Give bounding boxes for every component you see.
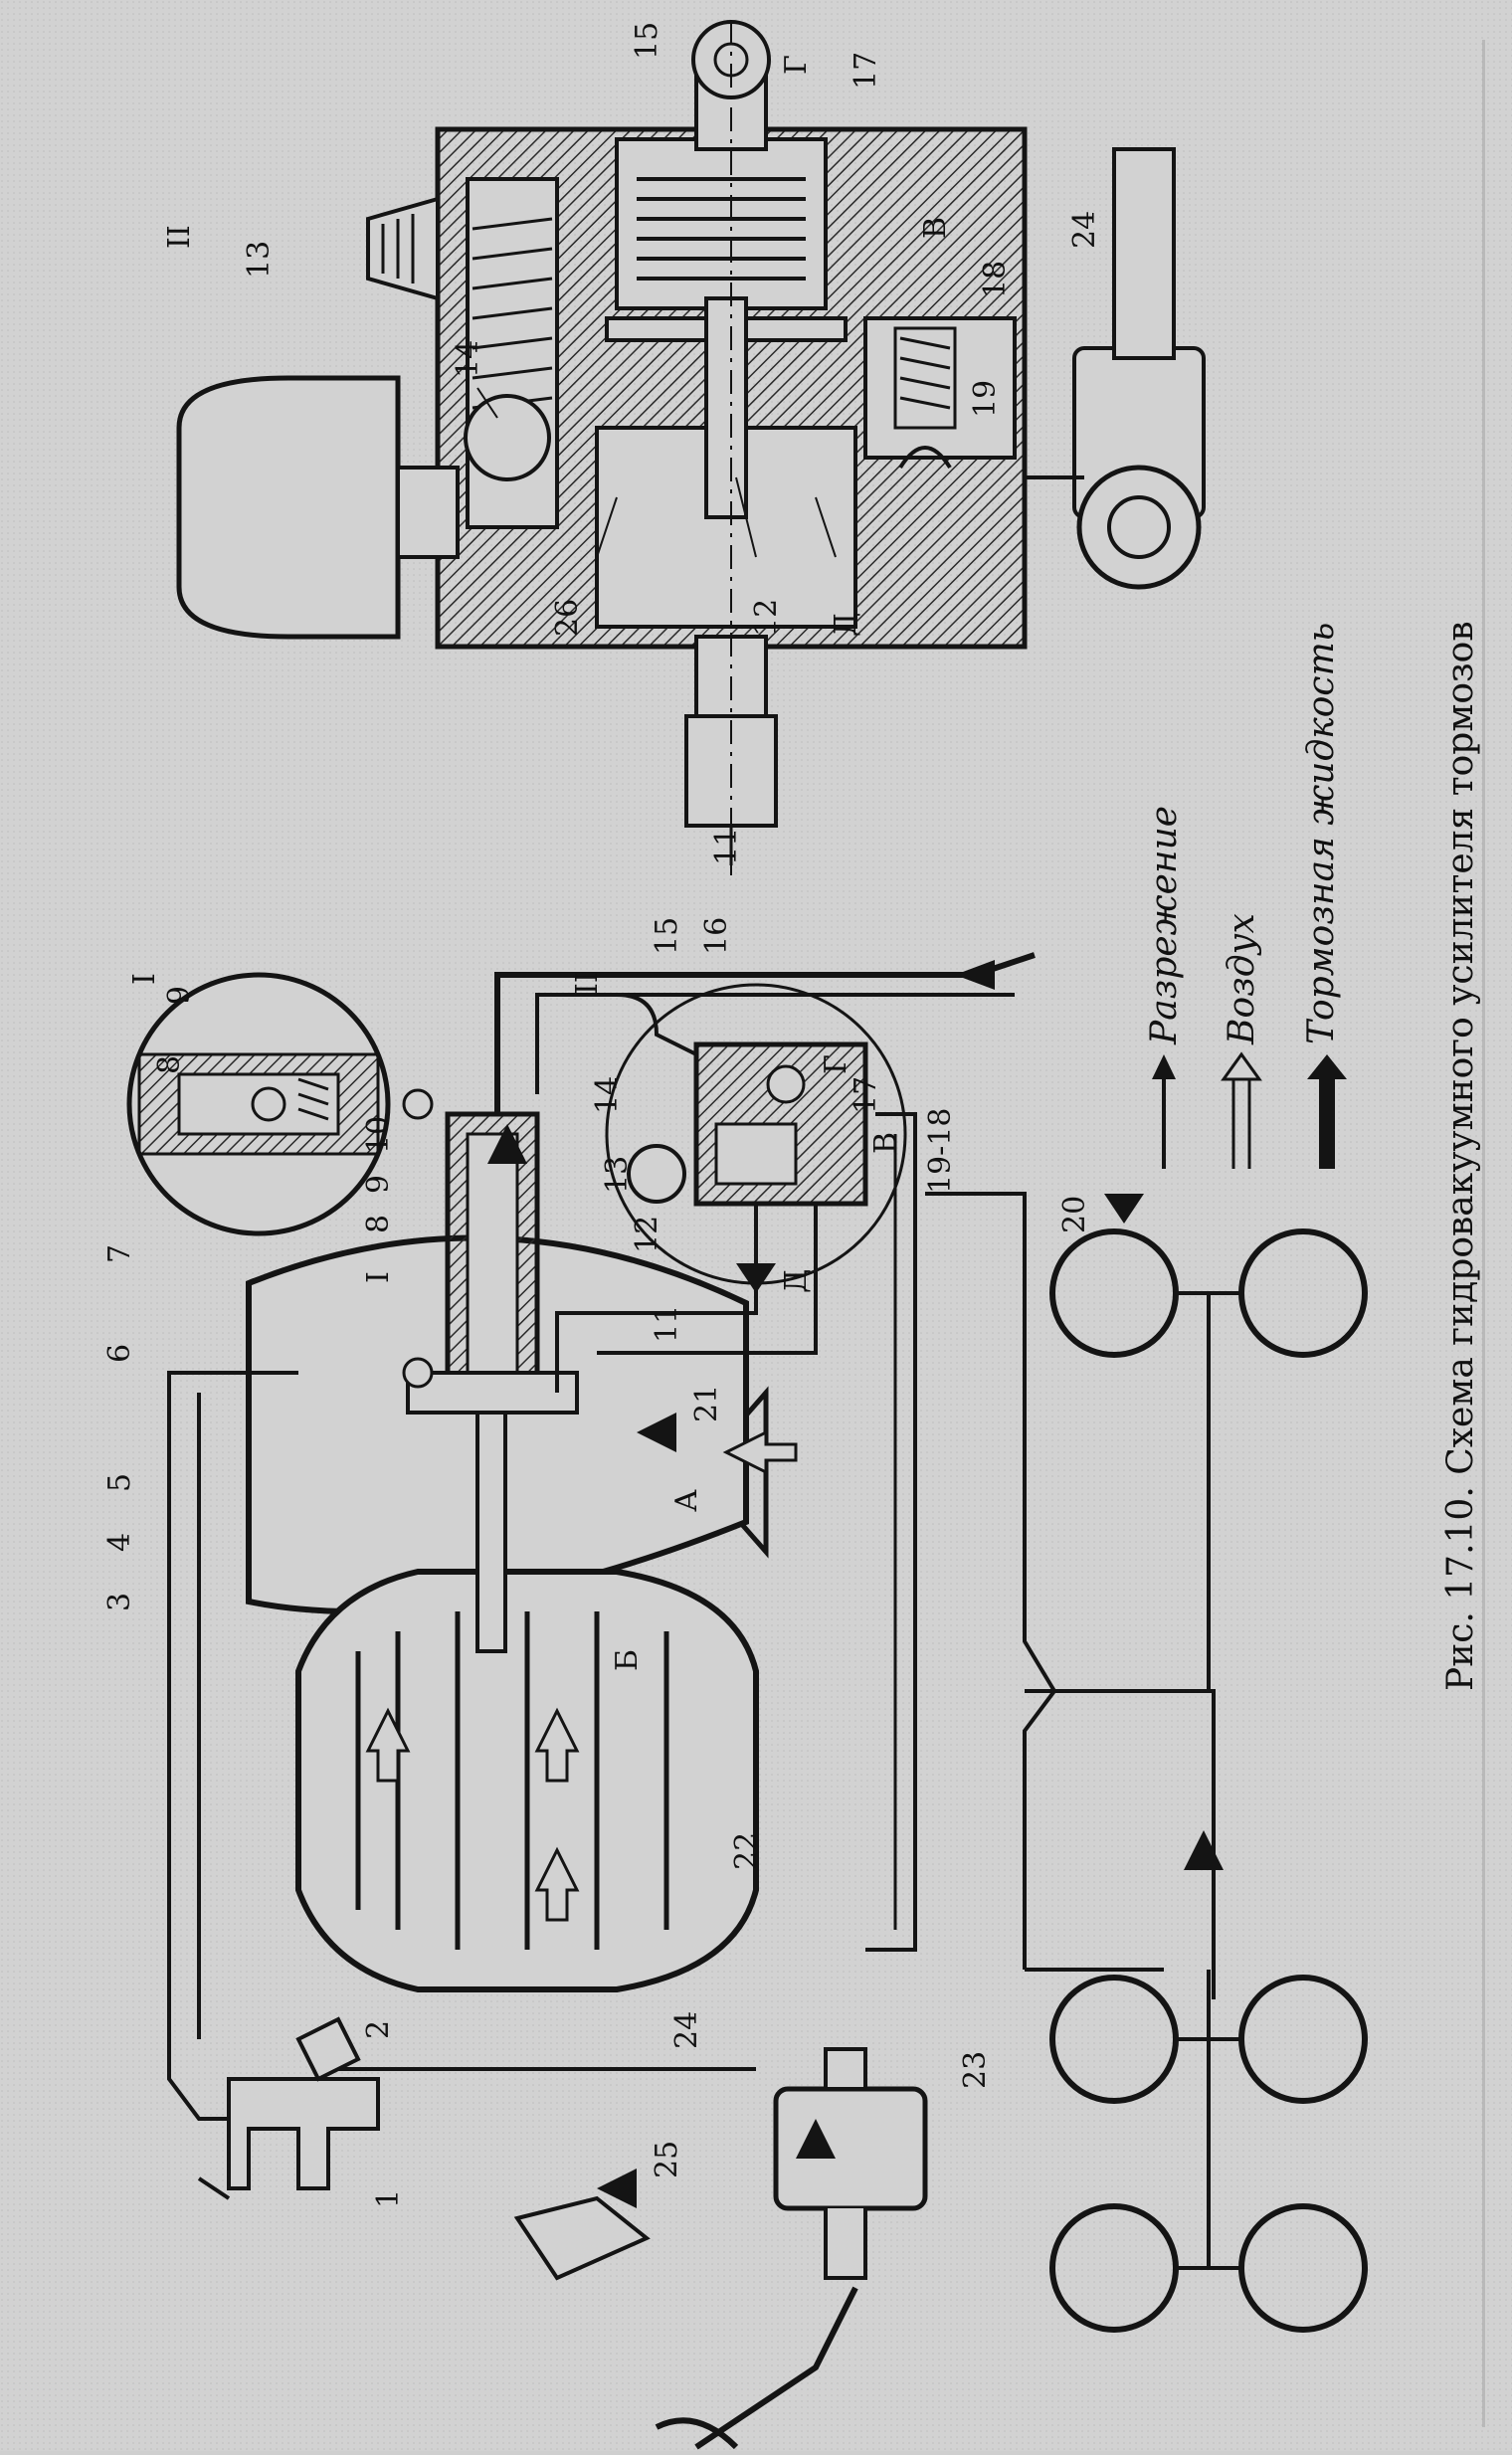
- solid-arrow-icon: [1152, 1054, 1176, 1079]
- inset-label-8: 8: [152, 1055, 187, 1074]
- label-4: 4: [102, 1533, 137, 1552]
- detail-ii-labels: 15 Г 17 В 18 19 24 14 13 II 26 12 Д 11: [162, 22, 1102, 865]
- legend-item-brake-fluid: Тормозная жидкость: [1301, 623, 1347, 1169]
- label-6: 6: [102, 1344, 137, 1363]
- label-main-i: I: [361, 1271, 396, 1283]
- legend-label-air: Воздух: [1222, 913, 1262, 1045]
- label-14: 14: [590, 1076, 625, 1114]
- label-11: 11: [650, 1305, 684, 1343]
- label-7: 7: [102, 1244, 137, 1263]
- label-25: 25: [650, 2141, 684, 2178]
- hollow-arrow-icon: [1221, 1051, 1262, 1081]
- inset-label-9: 9: [162, 986, 197, 1005]
- label-15: 15: [650, 917, 684, 955]
- detail-ii-valve-section: [176, 20, 1206, 875]
- inset-label-i: I: [127, 973, 162, 985]
- label-24: 24: [1067, 211, 1102, 249]
- label-24: 24: [669, 2011, 704, 2049]
- label-main-ii: II: [570, 971, 605, 995]
- label-9: 9: [361, 1175, 396, 1194]
- label-12: 12: [630, 1216, 664, 1253]
- label-2: 2: [361, 2020, 396, 2039]
- legend-item-vacuum: Разрежение: [1144, 806, 1185, 1169]
- label-d: Д: [779, 1269, 814, 1293]
- label-13: 13: [600, 1156, 635, 1194]
- label-d: Д: [829, 613, 863, 637]
- legend-label-vacuum: Разрежение: [1144, 806, 1185, 1045]
- label-10: 10: [361, 1116, 396, 1154]
- filled-bold-arrow-icon: [1307, 1054, 1347, 1079]
- label-12: 12: [749, 599, 784, 637]
- label-20: 20: [1057, 1196, 1092, 1233]
- label-19: 19: [968, 380, 1003, 418]
- label-g: Г: [779, 55, 814, 75]
- label-18: 18: [978, 261, 1013, 298]
- label-8: 8: [361, 1215, 396, 1233]
- label-23: 23: [958, 2051, 993, 2089]
- label-5: 5: [102, 1473, 137, 1492]
- label-26: 26: [550, 599, 585, 637]
- label-v: В: [868, 1132, 903, 1154]
- legend-label-brake-fluid: Тормозная жидкость: [1301, 623, 1342, 1044]
- main-assembly: [167, 952, 1368, 2450]
- label-3: 3: [102, 1593, 137, 1611]
- main-labels: 1 2 3 4 5 6 7 8 9 10 I 11 21 12 13 14 II…: [102, 917, 1092, 2208]
- label-14: 14: [451, 340, 485, 378]
- label-v: В: [918, 217, 953, 239]
- label-11: 11: [709, 828, 744, 865]
- bleed-through-text: [1482, 40, 1485, 2427]
- label-17: 17: [849, 52, 883, 90]
- label-b: Б: [610, 1649, 645, 1671]
- label-16: 16: [699, 917, 734, 955]
- label-13: 13: [242, 241, 277, 279]
- air-arrows: [365, 1429, 798, 1922]
- label-g: Г: [819, 1054, 853, 1074]
- flow-arrows: [487, 960, 1224, 2208]
- label-17: 17: [849, 1076, 883, 1114]
- legend: Разрежение Воздух Тормозная жидкость: [1144, 623, 1347, 1169]
- label-21: 21: [689, 1385, 724, 1422]
- label-22: 22: [729, 1832, 764, 1870]
- label-1: 1: [371, 2189, 406, 2208]
- detail-i-inset: I 9 8: [126, 972, 391, 1236]
- label-19-18: 19-18: [923, 1108, 958, 1194]
- figure-caption: Рис. 17.10. Схема гидровакуумного усилит…: [1440, 621, 1481, 1691]
- label-15: 15: [630, 22, 664, 60]
- label-ii: II: [162, 225, 197, 249]
- label-a: А: [669, 1489, 704, 1512]
- legend-item-air: Воздух: [1221, 913, 1262, 1169]
